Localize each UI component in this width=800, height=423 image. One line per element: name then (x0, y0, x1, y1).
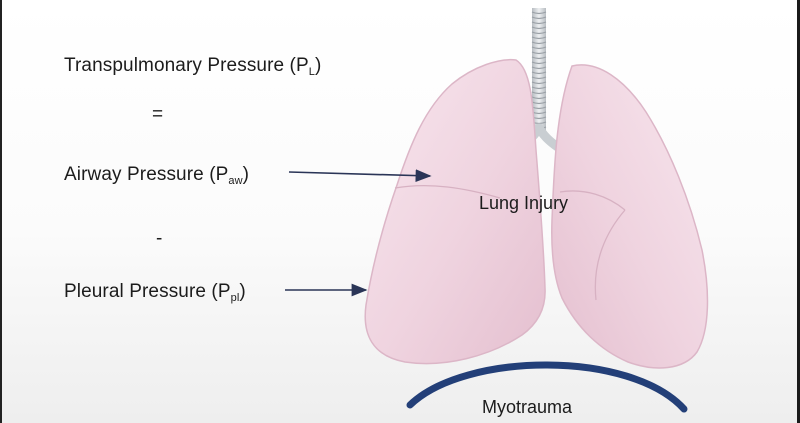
transpulmonary-close: ) (315, 55, 321, 76)
airway-text: Airway Pressure (P (64, 164, 228, 185)
airway-subscript: aw (228, 175, 242, 187)
equals-sign: = (152, 104, 163, 126)
myotrauma-label: Myotrauma (482, 397, 572, 418)
right-lung (552, 65, 708, 368)
transpulmonary-text: Transpulmonary Pressure (P (64, 55, 309, 76)
transpulmonary-pressure-line: Transpulmonary Pressure (PL) (64, 55, 321, 77)
pleural-text: Pleural Pressure (P (64, 281, 231, 302)
lung-injury-label: Lung Injury (479, 193, 568, 214)
pleural-close: ) (239, 281, 245, 302)
airway-pressure-line: Airway Pressure (Paw) (64, 164, 249, 186)
airway-close: ) (243, 164, 249, 185)
minus-sign: - (156, 228, 162, 250)
pleural-pressure-line: Pleural Pressure (Ppl) (64, 281, 246, 303)
